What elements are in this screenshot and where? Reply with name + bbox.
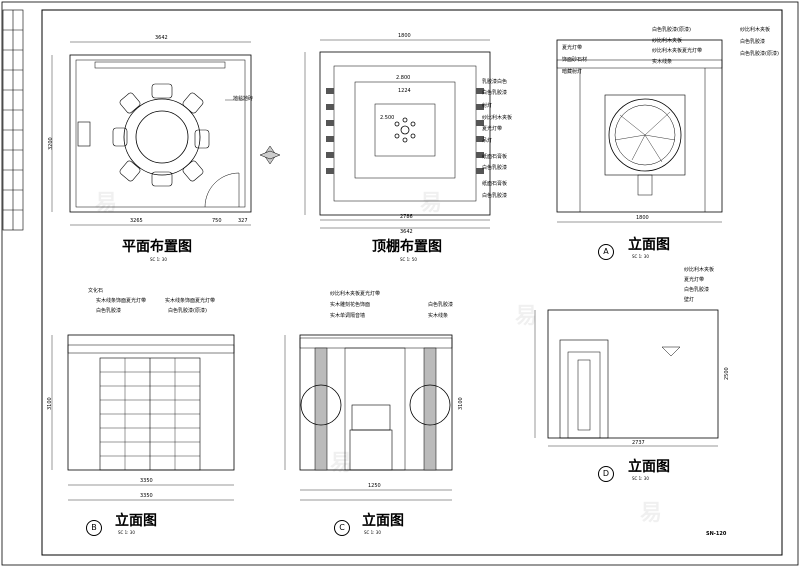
elevation-b [51,334,235,501]
chairs [112,83,210,187]
plan-title: 平面布置图 [122,239,192,255]
elev-d-note-2: 夏光灯带 [684,277,705,283]
elev-d-scale: SC 1: 30 [632,476,649,481]
ceiling-note-4: 纱比利木夹板 [482,115,513,121]
elevation-d [534,309,719,447]
elev-c-tag: C [334,520,350,536]
elev-a-note-3: 纱比利木夹板夏光灯带 [652,48,703,54]
elev-a-note-4: 白色乳胶漆 [740,39,766,45]
plan-dim-bottom-3: 327 [238,218,248,224]
elev-b-note-2: 实木线条饰面夏光灯带 [96,298,147,304]
ceiling-dim-total: 3642 [400,229,413,235]
elev-a-tag: A [598,244,614,260]
watermark-1: 易 [95,191,118,216]
watermark-4: 易 [330,451,353,476]
elev-b-title: 立面图 [115,513,157,529]
elev-a-note-9: 纱比利木夹板 [740,27,771,33]
elevation-c [284,334,453,501]
elev-d-tag: D [598,466,614,482]
watermark-2: 易 [420,191,443,216]
elev-c-scale: SC 1: 30 [364,530,381,535]
elev-d-dim-bottom: 2737 [632,440,645,446]
ceiling-dim-bottom: 2786 [400,214,413,220]
elev-d-note-4: 壁灯 [684,297,695,303]
elev-c-note-5: 实木线条 [428,313,449,319]
elev-b-note-1: 文化石 [88,288,104,294]
plan-scale: SC 1: 30 [150,257,167,262]
elev-d-dim-right: 2500 [724,367,730,380]
elev-d-note-1: 纱比利木夹板 [684,267,715,273]
ceiling-note-1: 乳胶漆白色 [482,79,508,85]
elev-a-note-1: 白色乳胶漆(原漆) [652,27,691,33]
elev-c-note-2: 实木雕刻花色饰面 [330,302,371,308]
title-block [2,9,24,231]
elevation-a [556,39,723,223]
elev-c-dim-right: 3100 [458,397,464,410]
ceiling-note-9: 纸面石膏板 [482,181,508,187]
elev-b-note-5: 白色乳胶漆(原漆) [168,308,207,314]
ceiling-dim-top: 1800 [398,33,411,39]
elev-c-note-1: 纱比利木夹板夏光灯带 [330,291,381,297]
elev-b-dim-bottom: 3350 [140,478,153,484]
ceiling-scale: SC 1: 50 [400,257,417,262]
ceiling-title: 顶棚布置图 [372,239,442,255]
plan-dim-top: 3642 [155,35,168,41]
elev-a-scale: SC 1: 30 [632,254,649,259]
ceiling-note-7: 纸面石膏板 [482,154,508,160]
elev-a-note-2: 纱比利木夹板 [652,38,683,44]
ceiling-side-panels [326,88,484,174]
elev-d-title: 立面图 [628,459,670,475]
elev-a-title: 立面图 [628,237,670,253]
ceiling-inner-dim-3: 2.500 [380,115,395,121]
plan-dim-bottom-2: 750 [212,218,222,224]
elev-a-note-7: 饰面砂石材 [562,57,588,63]
elev-b-scale: SC 1: 30 [118,530,135,535]
elev-b-tag: B [86,520,102,536]
ceiling-note-10: 白色乳胶漆 [482,193,508,199]
watermark-5: 易 [640,501,663,526]
elev-a-note-5: 实木线条 [652,59,673,65]
elev-b-dim-total: 3350 [140,493,153,499]
plan-note: 地毯地砖 [233,96,254,102]
ceiling-note-3: 射灯 [482,103,493,109]
elev-b-dim-left: 3100 [47,397,53,410]
elev-a-dim-bottom: 1800 [636,215,649,221]
plan-dim-bottom-1: 3265 [130,218,143,224]
ceiling-view [304,39,491,229]
elev-c-dim-bottom: 1250 [368,483,381,489]
ceiling-inner-dim-2: 1224 [398,88,411,94]
cabinet-grid [100,358,200,470]
elev-b-note-3: 实木线条饰面夏光灯带 [165,298,216,304]
elev-c-note-4: 白色乳胶漆 [428,302,454,308]
watermark-3: 易 [515,304,538,329]
elev-a-note-8: 暗藏射灯 [562,69,583,75]
elev-d-note-3: 白色乳胶漆 [684,287,710,293]
sheet-id: SN-120 [706,531,727,537]
ceiling-note-8: 白色乳胶漆 [482,165,508,171]
plan-view [51,41,281,226]
elev-c-note-3: 实木单调隔音墙 [330,313,366,319]
elev-b-note-4: 白色乳胶漆 [96,308,122,314]
inner-frame [41,9,783,556]
elev-a-note-10: 白色乳胶漆(原漆) [740,51,779,57]
plan-dim-left: 3200 [48,137,54,150]
ceiling-inner-dim-1: 2.800 [396,75,411,81]
elev-c-title: 立面图 [362,513,404,529]
ceiling-note-6: 吊灯 [482,138,493,144]
ceiling-note-5: 夏光灯带 [482,126,503,132]
elev-a-note-6: 夏光灯带 [562,45,583,51]
ceiling-note-2: 白色乳胶漆 [482,90,508,96]
